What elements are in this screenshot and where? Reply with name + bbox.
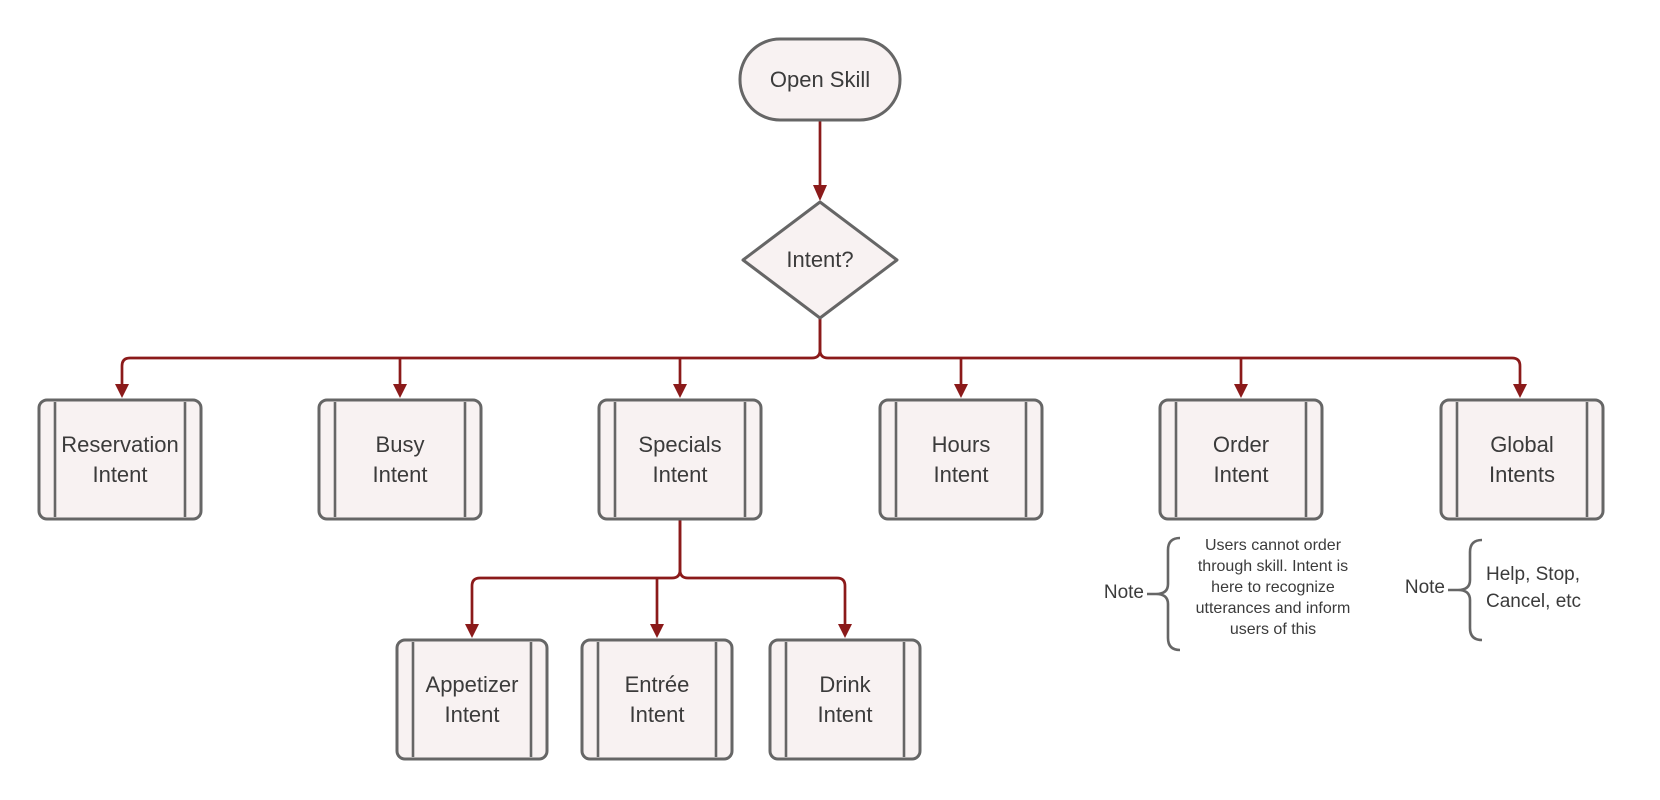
shape-drink-intent: [768, 638, 922, 761]
shape-hours-intent: [878, 398, 1044, 521]
process-inner-bars: [53, 402, 1589, 757]
arrowhead-hours: [954, 384, 968, 398]
shape-order-intent: [1158, 398, 1324, 521]
arrowhead-appetizer: [465, 624, 479, 638]
shape-global-intents: [1439, 398, 1605, 521]
arrowhead-intent: [813, 185, 827, 201]
shape-intent: [741, 200, 899, 320]
node-shapes: [37, 37, 1605, 761]
edge-lines: [120, 120, 1522, 625]
shape-busy-intent: [317, 398, 483, 521]
arrowhead-order: [1234, 384, 1248, 398]
brace-global-note: [1448, 538, 1483, 642]
edge-subtrunk-left: [470, 519, 682, 625]
arrowhead-busy: [393, 384, 407, 398]
arrowhead-global: [1513, 384, 1527, 398]
arrowhead-reservation: [115, 384, 129, 398]
arrowhead-entree: [650, 624, 664, 638]
shape-entree-intent: [580, 638, 734, 761]
edge-subtrunk-right: [678, 519, 847, 625]
order-note-text: Users cannot order through skill. Intent…: [1195, 537, 1351, 638]
shape-reservation-intent: [37, 398, 203, 521]
edge-trunk-right: [818, 318, 1522, 385]
arrowhead-specials: [673, 384, 687, 398]
order-note-label: Note: [1103, 582, 1144, 603]
brace-order-note: [1147, 536, 1181, 652]
shape-open-skill: [738, 37, 902, 122]
arrowheads: [115, 185, 1527, 638]
shape-appetizer-intent: [395, 638, 549, 761]
note-braces: [1147, 536, 1483, 652]
global-note-text: Help, Stop, Cancel, etc: [1486, 564, 1582, 612]
shape-specials-intent: [597, 398, 763, 521]
arrowhead-drink: [838, 624, 852, 638]
global-note-label: Note: [1404, 577, 1445, 598]
edge-trunk-left: [120, 318, 822, 385]
